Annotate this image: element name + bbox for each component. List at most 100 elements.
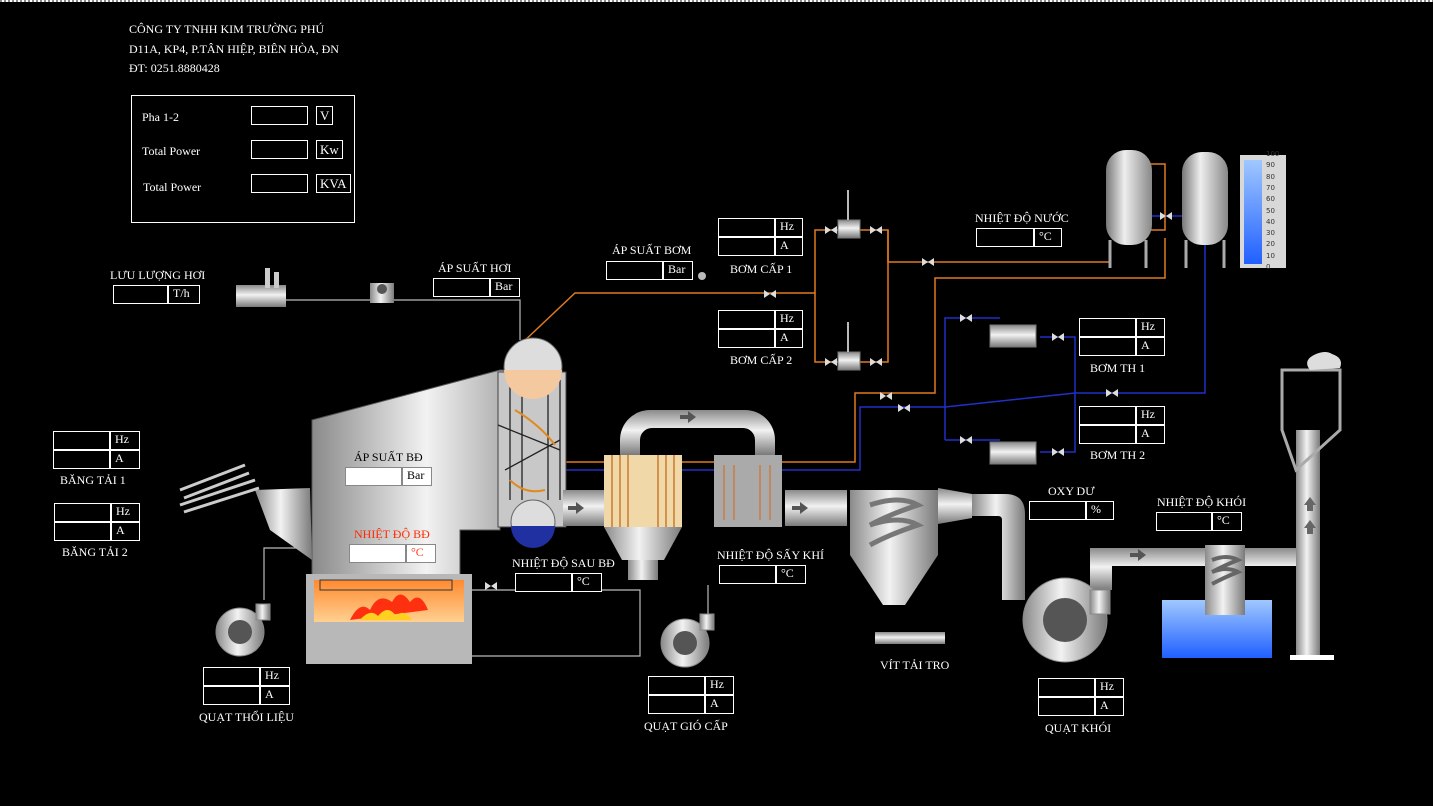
feed-pump-1-a-unit: A — [775, 237, 803, 256]
after-drum-temp-label: NHIỆT ĐỘ SAU BĐ — [512, 556, 615, 570]
conveyor-2-hz-value — [54, 503, 111, 522]
feed-pump-1-label: BƠM CẤP 1 — [730, 262, 793, 276]
gauge-tick-label: 40 — [1266, 217, 1275, 226]
ducts — [563, 410, 1315, 600]
circ-pump-1-a-value — [1079, 337, 1136, 356]
circ-pump-2-label: BƠM TH 2 — [1090, 448, 1146, 462]
circ-pump-1-a-unit: A — [1136, 337, 1165, 356]
power-row-label: Total Power — [143, 180, 202, 194]
feed-pump-1-a-value — [718, 237, 775, 256]
steam-flow-value — [113, 285, 168, 304]
kva-value-field — [251, 174, 308, 193]
pump-pressure-unit: Bar — [663, 261, 693, 280]
level-gauge — [1240, 155, 1286, 268]
air-preheater — [604, 455, 782, 580]
supply-fan-hz-value — [648, 676, 705, 695]
valves — [485, 212, 1172, 590]
boiler — [255, 337, 567, 664]
feed-fan-label: QUẠT THỔI LIỆU — [199, 710, 294, 724]
scrubber-tank — [1162, 545, 1272, 658]
oxygen-label: OXY DƯ — [1048, 484, 1095, 498]
feed-fan-a-value — [203, 686, 260, 705]
steam-pressure-value — [433, 278, 490, 297]
power-row-label: Total Power — [142, 144, 201, 158]
feed-fan-a-unit: A — [260, 686, 290, 705]
conveyor-1-label: BĂNG TẢI 1 — [60, 473, 126, 487]
window-top-border — [0, 0, 1433, 2]
flue-fan-a-unit: A — [1095, 697, 1124, 716]
flow-arrows — [568, 411, 1146, 561]
after-drum-temp-unit: °C — [572, 573, 602, 592]
gauge-tick-label: 100 — [1266, 150, 1280, 158]
feed-pump-2-a-unit: A — [775, 329, 803, 348]
after-drum-temp-value — [515, 573, 572, 592]
flue-fan-label: QUẠT KHÓI — [1045, 721, 1112, 735]
circ-pump-1-hz-value — [1079, 318, 1136, 337]
feed-pump-2-hz-unit: Hz — [775, 310, 803, 329]
ash-screw-label: VÍT TẢI TRO — [880, 658, 950, 672]
steam-pressure-unit: Bar — [490, 278, 520, 297]
drum-pressure-value — [345, 467, 402, 486]
feed-fan-hz-unit: Hz — [260, 667, 290, 686]
drum-temp-unit: °C — [406, 544, 436, 563]
factory-icon — [236, 268, 286, 307]
flue-fan-hz-unit: Hz — [1095, 678, 1124, 697]
circ-pump-2-hz-value — [1079, 406, 1136, 425]
water-temp-value — [976, 228, 1034, 247]
voltage-value-field — [251, 106, 308, 125]
flue-temp-value — [1156, 512, 1212, 531]
air-dry-temp-label: NHIỆT ĐỘ SẤY KHÍ — [717, 548, 824, 562]
drum-pressure-label: ÁP SUẤT BĐ — [354, 450, 423, 464]
air-dry-temp-unit: °C — [776, 565, 806, 584]
conveyor-1-a-unit: A — [110, 450, 140, 469]
supply-fan-hz-unit: Hz — [705, 676, 734, 695]
conveyor-2-label: BĂNG TẢI 2 — [62, 545, 128, 559]
water-temp-label: NHIỆT ĐỘ NƯỚC — [975, 211, 1069, 225]
conveyor-1-hz-value — [53, 431, 110, 450]
oxygen-unit: % — [1086, 501, 1114, 520]
drum-pressure-unit: Bar — [402, 467, 432, 486]
circ-pump-2-a-unit: A — [1136, 425, 1165, 444]
feed-pump-1-hz-unit: Hz — [775, 218, 803, 237]
feed-pump-2-label: BƠM CẤP 2 — [730, 353, 793, 367]
supply-fan-label: QUẠT GIÓ CẤP — [644, 719, 728, 733]
gauge-tick-label: 50 — [1266, 206, 1275, 215]
flue-fan-a-value — [1038, 697, 1095, 716]
conveyor-lines — [179, 463, 260, 514]
conveyor-2-hz-unit: Hz — [111, 503, 140, 522]
company-address: D11A, KP4, P.TÂN HIỆP, BIÊN HÒA, ĐN — [129, 42, 339, 56]
feed-fan-hz-value — [203, 667, 260, 686]
kw-value-field — [251, 140, 308, 159]
supply-fan-a-unit: A — [705, 695, 734, 714]
flue-temp-unit: °C — [1212, 512, 1242, 531]
water-temp-unit: °C — [1034, 228, 1062, 247]
drum-temp-label: NHIỆT ĐỘ BĐ — [354, 527, 430, 541]
conveyor-1-hz-unit: Hz — [110, 431, 140, 450]
gauge-tick-label: 80 — [1266, 172, 1275, 181]
steam-flow-label: LƯU LƯỢNG HƠI — [110, 268, 206, 282]
steam-lines — [519, 163, 1166, 463]
pump-pressure-label: ÁP SUẤT BƠM — [612, 243, 692, 257]
gauge-tick-label: 20 — [1266, 240, 1275, 249]
flue-temp-label: NHIỆT ĐỘ KHÓI — [1157, 495, 1247, 509]
gauge-tick-label: 0 — [1266, 263, 1271, 271]
fan-impellers — [228, 598, 1087, 655]
feed-pump-2-a-value — [718, 329, 775, 348]
circ-pump-1-hz-unit: Hz — [1136, 318, 1165, 337]
circ-pump-2-a-value — [1079, 425, 1136, 444]
steam-flow-unit: T/h — [168, 285, 200, 304]
pump-pressure-value — [606, 261, 663, 280]
conveyor-2-a-unit: A — [111, 522, 140, 541]
drum-temp-value — [349, 544, 406, 563]
company-phone: ĐT: 0251.8880428 — [129, 61, 220, 75]
conveyor-2-a-value — [54, 522, 111, 541]
power-panel: Pha 1-2 V Total Power Kw Total Power KVA — [131, 95, 355, 223]
kva-unit: KVA — [316, 174, 351, 193]
water-tanks — [1106, 150, 1228, 268]
circ-pump-1-label: BƠM TH 1 — [1090, 361, 1146, 375]
company-name: CÔNG TY TNHH KIM TRƯỜNG PHÚ — [129, 22, 325, 36]
gauge-tick-label: 70 — [1266, 183, 1275, 192]
oxygen-value — [1029, 501, 1086, 520]
kw-unit: Kw — [316, 140, 343, 159]
